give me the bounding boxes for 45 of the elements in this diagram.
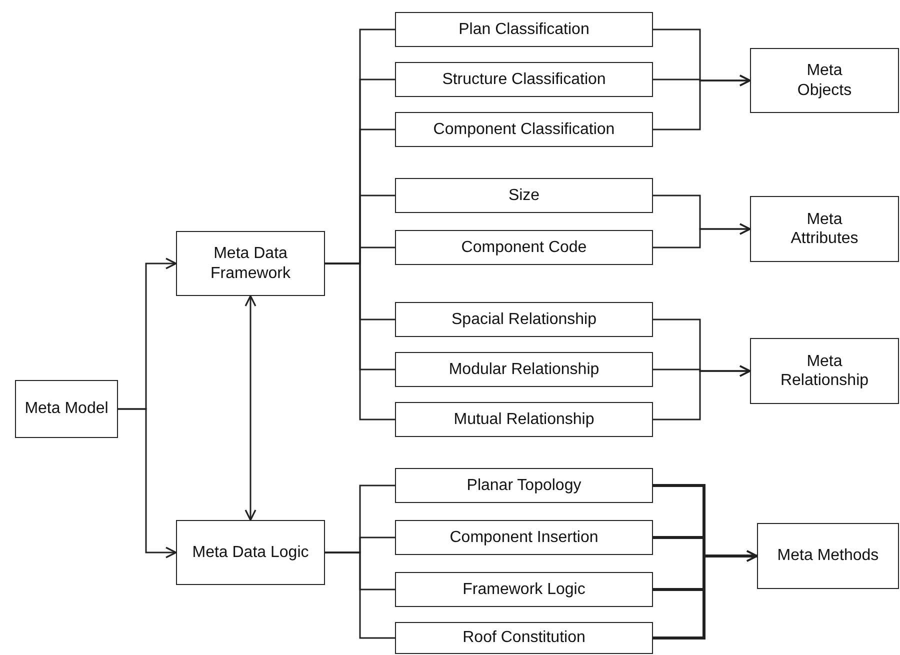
box-label: Roof Constitution <box>462 628 586 648</box>
box-label: Meta Data Framework <box>209 244 292 283</box>
connector <box>653 365 751 420</box>
box-label: Plan Classification <box>458 20 590 40</box>
process-box <box>15 380 118 438</box>
box-label: Meta Data Logic <box>192 542 309 562</box>
process-box <box>757 523 899 589</box>
box-label: Meta Relationship <box>779 352 870 390</box>
process-box <box>395 112 653 147</box>
process-box <box>176 231 325 296</box>
box-label: Meta Model <box>24 399 108 419</box>
process-box <box>395 230 653 265</box>
process-box <box>395 302 653 337</box>
process-box <box>395 178 653 213</box>
process-box <box>395 402 653 437</box>
process-box <box>176 520 325 585</box>
box-label: Planar Topology <box>466 476 582 496</box>
process-box <box>395 572 653 607</box>
process-box <box>395 520 653 555</box>
connector <box>653 223 751 248</box>
process-box <box>395 12 653 47</box>
process-box <box>395 468 653 503</box>
connector <box>118 408 177 558</box>
box-label: Structure Classification <box>442 70 606 90</box>
box-label: Component Code <box>461 238 587 258</box>
box-label: Mutual Relationship <box>454 410 594 430</box>
box-label: Meta Attributes <box>790 210 860 248</box>
box-label: Size <box>508 186 540 206</box>
process-box <box>395 622 653 654</box>
connector <box>653 550 758 640</box>
box-label: Framework Logic <box>462 580 586 600</box>
process-box <box>395 352 653 387</box>
process-box <box>395 62 653 97</box>
box-label: Modular Relationship <box>448 360 600 380</box>
box-label: Component Classification <box>433 120 615 140</box>
process-box <box>750 338 899 404</box>
connector <box>244 295 256 521</box>
connector <box>653 74 751 130</box>
process-box <box>750 196 899 262</box>
box-label: Meta Methods <box>777 546 879 566</box>
box-label: Component Insertion <box>450 528 598 548</box>
connector <box>325 552 395 639</box>
box-label: Spacial Relationship <box>452 310 596 330</box>
process-box <box>750 48 899 113</box>
box-label: Meta Objects <box>796 61 853 100</box>
